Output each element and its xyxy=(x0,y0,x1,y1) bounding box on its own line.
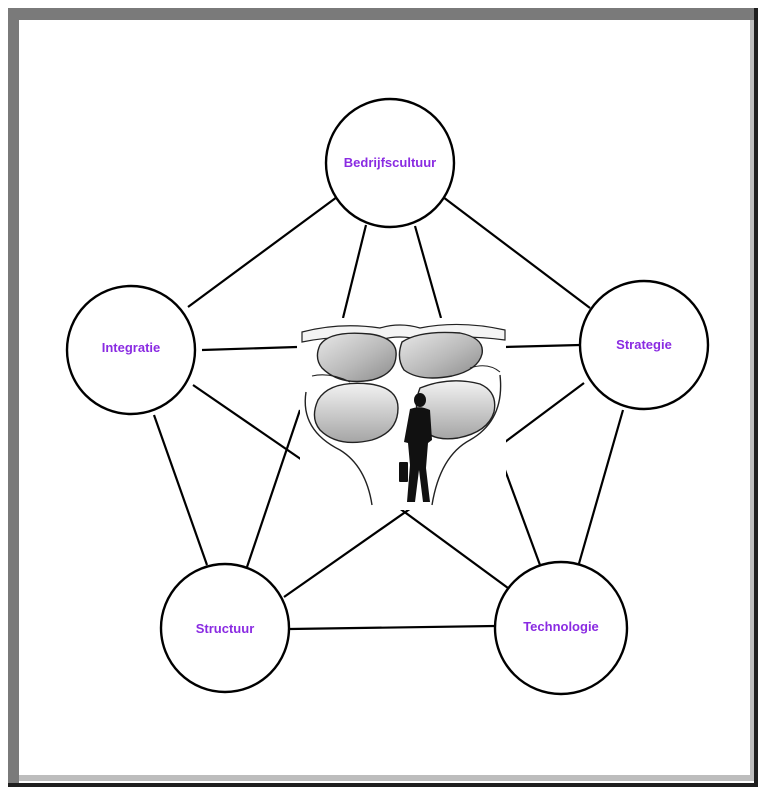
node-label-technologie: Technologie xyxy=(523,619,599,634)
edge-bedrijfscultuur-strategie xyxy=(443,197,590,308)
center-illustration xyxy=(300,318,506,510)
edge-strategie-technologie xyxy=(578,410,623,567)
edge-integratie-structuur xyxy=(154,415,207,565)
edge-structuur-technologie xyxy=(290,626,495,629)
edge-bedrijfscultuur-center-left xyxy=(343,225,366,318)
edge-technologie-center xyxy=(505,470,540,565)
node-label-strategie: Strategie xyxy=(616,337,672,352)
edge-technologie-center-low xyxy=(395,505,512,591)
edge-bedrijfscultuur-integratie xyxy=(188,197,337,307)
edge-bedrijfscultuur-center-right xyxy=(415,226,441,318)
edge-strategie-center xyxy=(504,345,580,347)
stone-upper-left xyxy=(317,333,396,381)
edge-structuur-center xyxy=(247,410,300,567)
node-label-structuur: Structuur xyxy=(196,621,255,636)
edge-integratie-center-low xyxy=(193,385,305,462)
node-label-integratie: Integratie xyxy=(102,340,161,355)
edge-integratie-center xyxy=(202,347,297,350)
node-label-bedrijfscultuur: Bedrijfscultuur xyxy=(344,155,436,170)
edge-structuur-center-low xyxy=(284,506,414,597)
stone-lower-left xyxy=(314,383,398,442)
edge-strategie-center-low xyxy=(505,383,584,442)
